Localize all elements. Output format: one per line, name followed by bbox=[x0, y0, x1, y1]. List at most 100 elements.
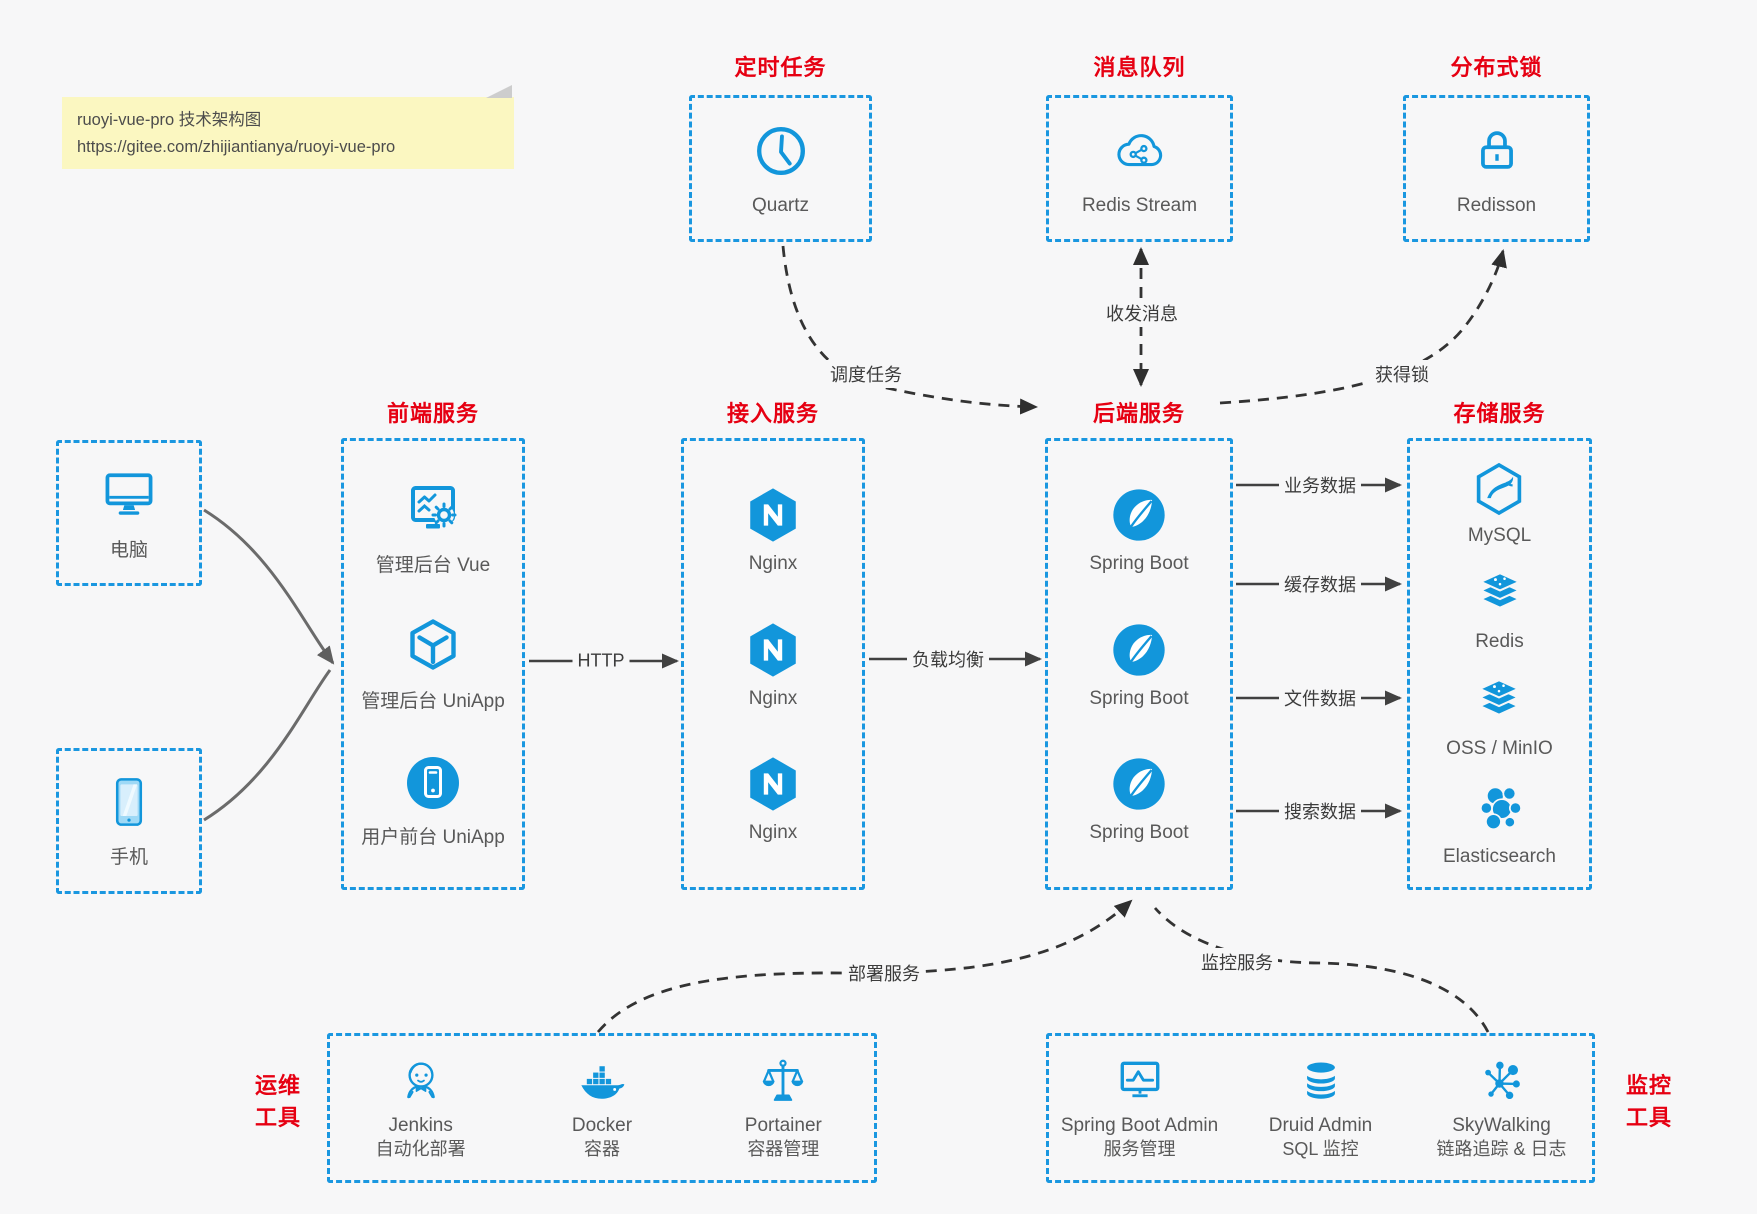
spring-boot-icon bbox=[1108, 619, 1170, 681]
client-box-phone: 手机 bbox=[56, 748, 202, 894]
node-subtitle: 服务管理 bbox=[1103, 1139, 1176, 1160]
node-label: Redis bbox=[1475, 631, 1524, 653]
group-box-redis-stream: Redis Stream bbox=[1046, 95, 1233, 242]
portainer-icon bbox=[756, 1054, 810, 1108]
group-box-frontend: 管理后台 Vue 管理后台 UniApp 用户前台 UniApp bbox=[341, 438, 525, 890]
node-label: Nginx bbox=[748, 553, 798, 575]
node-spring-boot-2: Spring Boot bbox=[1089, 619, 1189, 710]
node-subtitle: SQL 监控 bbox=[1282, 1139, 1359, 1160]
skywalking-icon bbox=[1475, 1054, 1529, 1108]
note-title: ruoyi-vue-pro 技术架构图 bbox=[77, 111, 262, 129]
node-subtitle: 容器管理 bbox=[747, 1139, 820, 1160]
side-title-line: 监控 bbox=[1625, 1073, 1672, 1098]
oss-stack-icon bbox=[1470, 673, 1528, 731]
node-name: Jenkins bbox=[388, 1115, 453, 1137]
clock-icon bbox=[750, 120, 812, 182]
smartphone-icon bbox=[100, 773, 158, 831]
druid-icon bbox=[1294, 1054, 1348, 1108]
node-label: 管理后台 UniApp bbox=[361, 691, 505, 712]
spring-boot-admin-icon bbox=[1113, 1054, 1167, 1108]
side-title-ops-tools: 运维 工具 bbox=[238, 1070, 318, 1134]
computer-icon bbox=[99, 464, 159, 524]
node-druid-admin: Druid Admin SQL 监控 bbox=[1230, 1054, 1411, 1161]
elasticsearch-icon bbox=[1470, 779, 1530, 839]
edge-label-cache-data: 缓存数据 bbox=[1279, 570, 1361, 598]
note-url: https://gitee.com/zhijiantianya/ruoyi-vu… bbox=[77, 137, 396, 156]
node-label: Nginx bbox=[748, 687, 798, 709]
node-label: Spring Boot bbox=[1089, 553, 1189, 575]
group-box-redisson: Redisson bbox=[1403, 95, 1590, 242]
group-title-distributed-lock: 分布式锁 bbox=[1450, 55, 1543, 80]
client-box-computer: 电脑 bbox=[56, 440, 202, 586]
group-title-frontend: 前端服务 bbox=[386, 401, 479, 426]
edge-label-search-data: 搜索数据 bbox=[1279, 797, 1361, 825]
edge-label-file-data: 文件数据 bbox=[1279, 684, 1361, 712]
nginx-icon bbox=[742, 484, 804, 546]
node-label: MySQL bbox=[1467, 525, 1532, 547]
jenkins-icon bbox=[394, 1054, 448, 1108]
node-mysql: MySQL bbox=[1468, 460, 1531, 547]
node-user-uniapp: 用户前台 UniApp bbox=[361, 751, 505, 849]
node-nginx-3: Nginx bbox=[742, 753, 804, 844]
edge-label-monitor-service: 监控服务 bbox=[1196, 948, 1278, 976]
side-title-line: 工具 bbox=[1625, 1104, 1672, 1130]
group-title-message-queue: 消息队列 bbox=[1093, 55, 1186, 80]
sticky-note-fold bbox=[486, 85, 512, 98]
node-label: 管理后台 Vue bbox=[375, 555, 491, 576]
edge-schedule-task bbox=[781, 245, 1038, 415]
node-name: SkyWalking bbox=[1452, 1115, 1551, 1137]
node-label: Spring Boot bbox=[1089, 821, 1189, 843]
edge-label-business-data: 业务数据 bbox=[1279, 471, 1361, 499]
nginx-icon bbox=[742, 619, 804, 681]
node-portainer: Portainer 容器管理 bbox=[693, 1054, 874, 1161]
edge-label-http: HTTP bbox=[572, 649, 630, 673]
sticky-note: ruoyi-vue-pro 技术架构图 https://gitee.com/zh… bbox=[62, 85, 514, 169]
node-label: Spring Boot bbox=[1089, 687, 1189, 709]
edge-label-load-balance: 负载均衡 bbox=[907, 645, 989, 673]
node-spring-boot-admin: Spring Boot Admin 服务管理 bbox=[1049, 1054, 1230, 1161]
node-label: 电脑 bbox=[109, 540, 148, 561]
node-spring-boot-3: Spring Boot bbox=[1089, 753, 1189, 844]
edge-computer-to-frontend bbox=[203, 508, 335, 665]
node-label: Quartz bbox=[751, 195, 810, 217]
group-title-scheduled-task: 定时任务 bbox=[734, 55, 827, 80]
edge-label-schedule-task: 调度任务 bbox=[825, 360, 907, 388]
uniapp-cube-icon bbox=[401, 615, 465, 679]
redis-stack-icon bbox=[1471, 566, 1529, 624]
node-spring-boot-1: Spring Boot bbox=[1089, 484, 1189, 575]
nginx-icon bbox=[742, 753, 804, 815]
node-label: Elasticsearch bbox=[1443, 845, 1556, 867]
side-title-monitor-tools: 监控 工具 bbox=[1607, 1070, 1691, 1134]
node-skywalking: SkyWalking 链路追踪 & 日志 bbox=[1411, 1054, 1592, 1161]
admin-vue-icon bbox=[401, 479, 465, 543]
node-label: OSS / MinIO bbox=[1446, 737, 1553, 759]
group-box-gateway: Nginx Nginx Nginx bbox=[681, 438, 865, 890]
group-box-ops-tools: Jenkins 自动化部署 Docker 容器 bbox=[327, 1033, 877, 1183]
cloud-stream-icon bbox=[1107, 120, 1173, 182]
node-nginx-1: Nginx bbox=[742, 484, 804, 575]
node-elasticsearch: Elasticsearch bbox=[1443, 779, 1556, 868]
spring-boot-icon bbox=[1108, 753, 1170, 815]
edge-label-deploy-service: 部署服务 bbox=[843, 959, 925, 987]
node-subtitle: 容器 bbox=[583, 1139, 620, 1160]
node-label: 用户前台 UniApp bbox=[361, 827, 505, 848]
group-title-gateway: 接入服务 bbox=[726, 401, 819, 426]
node-label: 手机 bbox=[109, 847, 148, 869]
edge-acquire-lock bbox=[1219, 249, 1507, 405]
node-label: Redis Stream bbox=[1081, 195, 1198, 217]
node-name: Druid Admin bbox=[1268, 1115, 1373, 1137]
node-name: Spring Boot Admin bbox=[1060, 1115, 1219, 1137]
node-subtitle: 自动化部署 bbox=[375, 1139, 466, 1160]
spring-boot-icon bbox=[1108, 484, 1170, 546]
edge-label-send-receive-message: 收发消息 bbox=[1101, 299, 1183, 327]
group-box-monitor-tools: Spring Boot Admin 服务管理 Druid Admin SQL 监… bbox=[1046, 1033, 1595, 1183]
docker-icon bbox=[574, 1054, 630, 1108]
group-title-storage: 存储服务 bbox=[1453, 401, 1546, 426]
node-subtitle: 链路追踪 & 日志 bbox=[1436, 1139, 1567, 1160]
node-docker: Docker 容器 bbox=[511, 1054, 692, 1161]
node-name: Portainer bbox=[744, 1115, 822, 1137]
edge-monitor-service bbox=[1153, 907, 1490, 1033]
node-redis: Redis bbox=[1471, 566, 1529, 653]
node-oss-minio: OSS / MinIO bbox=[1446, 673, 1553, 760]
